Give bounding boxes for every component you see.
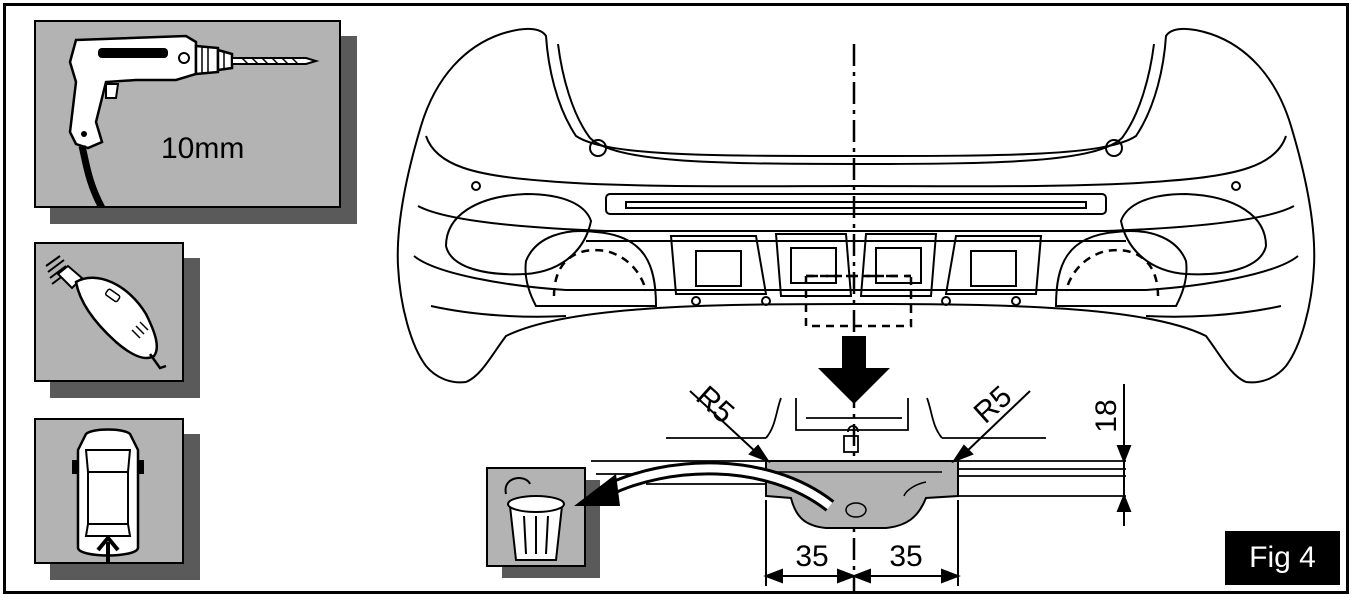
rear-bumper	[396, 28, 1316, 384]
radius-label-left: R5	[690, 380, 741, 430]
radius-leaders	[689, 390, 1031, 464]
detail-view	[591, 397, 1126, 497]
drill-size-label: 10mm	[161, 132, 245, 165]
height-dimension-label: 18	[1090, 399, 1123, 432]
width-dimension-left-label: 35	[795, 540, 828, 573]
down-arrow-icon	[818, 336, 890, 404]
cut-area	[765, 460, 959, 529]
trash-bin-icon	[504, 477, 565, 561]
car-panel	[34, 418, 184, 564]
dashed-guides	[552, 248, 1160, 328]
oscillating-cutter-icon	[45, 255, 167, 370]
car-rear-view-icon	[72, 428, 144, 562]
curved-arrow-head	[574, 474, 620, 506]
cutter-panel	[34, 242, 184, 382]
radius-label-right: R5	[968, 380, 1019, 430]
width-dimension-right-label: 35	[889, 540, 922, 573]
figure-frame: 10mm	[3, 3, 1349, 594]
height-dimension	[1116, 384, 1132, 526]
figure-label: Fig 4	[1225, 531, 1340, 585]
bumper-drawing: R5 R5 18 35 35	[396, 28, 1316, 591]
drill-panel: 10mm	[34, 20, 341, 208]
width-dimensions	[763, 500, 961, 586]
drill-icon	[68, 34, 320, 206]
